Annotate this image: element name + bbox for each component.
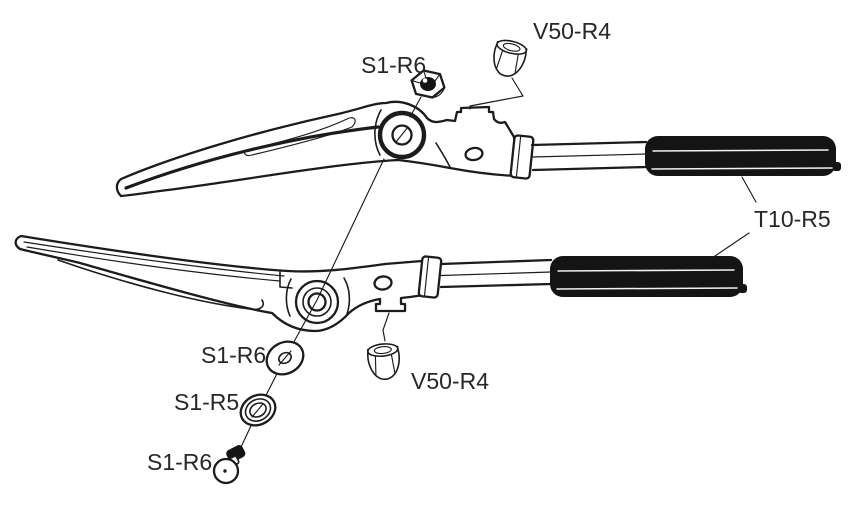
bumper-upper [488, 36, 530, 81]
lower-boss-crease-right [343, 277, 351, 315]
cup-washer [239, 393, 277, 427]
lower-grip [550, 256, 747, 297]
lower-pivot-ring-inner [302, 287, 332, 317]
upper-shear [115, 100, 841, 198]
locknut [410, 69, 446, 99]
lower-tube [439, 258, 553, 289]
label-pivot-bolt: S1-R6 [147, 449, 212, 475]
upper-blade-slot [243, 117, 356, 157]
upper-ferrule [509, 134, 535, 180]
lower-blade-back-line2 [26, 246, 281, 282]
upper-blade-cutting-edge [124, 125, 380, 190]
lower-shank-hole [373, 275, 393, 291]
upper-tube-seam [531, 153, 647, 158]
lower-boss-crease-left [285, 278, 292, 317]
upper-blade [115, 100, 519, 198]
upper-tube [530, 140, 648, 172]
upper-boss-crease-right [435, 142, 451, 168]
upper-boss-crease-left [374, 109, 382, 156]
label-bumper-lower: V50-R4 [411, 368, 489, 394]
upper-shank-hole [464, 146, 484, 162]
lower-blade-bevel [57, 259, 265, 311]
leader-grip-lower [711, 232, 750, 259]
lower-pivot-hole [307, 292, 327, 312]
lower-blade-back-line1 [23, 241, 285, 277]
label-flat-washer: S1-R6 [201, 342, 266, 368]
lower-shear [14, 234, 747, 333]
label-cup-washer: S1-R5 [174, 389, 239, 415]
bumper-lower [365, 341, 403, 382]
label-locknut: S1-R6 [361, 52, 426, 78]
axis-through-cup-washer [251, 403, 264, 418]
axis-through-flat-washer [278, 350, 292, 366]
label-handle-grip: T10-R5 [754, 206, 831, 232]
leader-bumper-upper [469, 77, 524, 110]
leader-lines [382, 77, 757, 342]
leader-bumper-lower [382, 312, 390, 342]
lower-tube-seam [440, 271, 552, 277]
pivot-bolt [212, 445, 246, 485]
lower-ferrule [417, 255, 443, 299]
leader-grip-upper [741, 176, 757, 203]
label-bumper-upper: V50-R4 [533, 18, 611, 44]
upper-grip [645, 136, 841, 176]
